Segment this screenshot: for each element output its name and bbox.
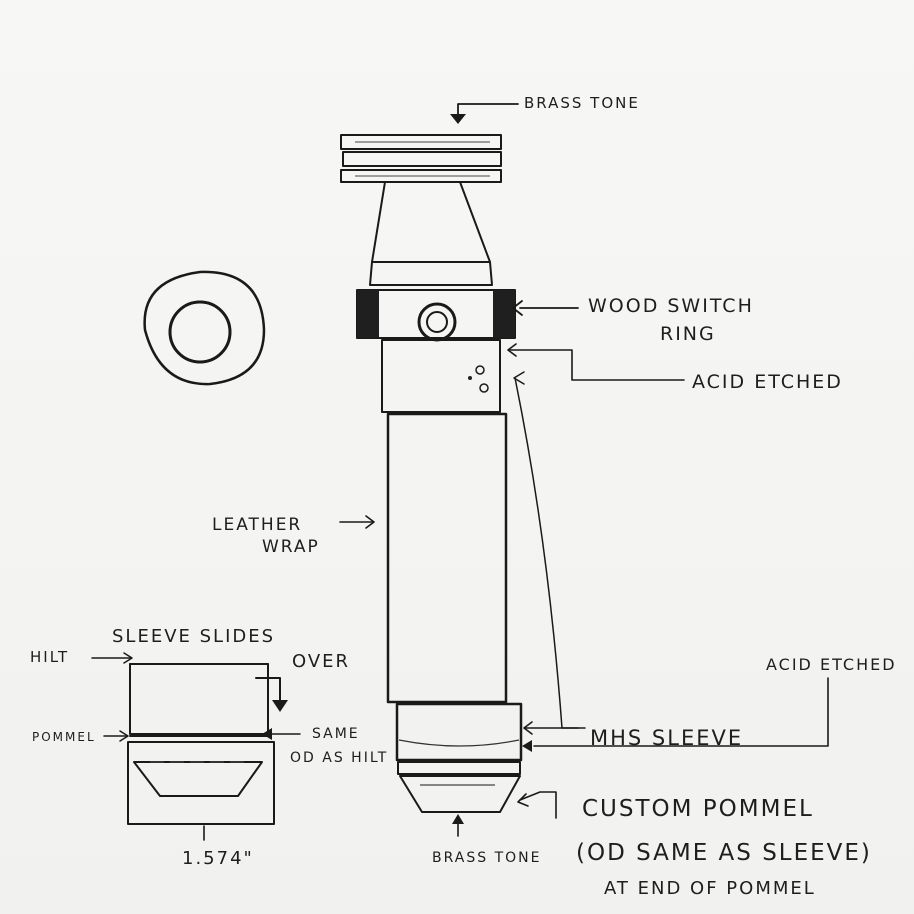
label-over: OVER bbox=[292, 651, 350, 672]
label-end-of-pommel: AT END OF POMMEL bbox=[604, 878, 816, 899]
label-brass-tone-bottom: BRASS TONE bbox=[432, 850, 541, 866]
label-wrap: WRAP bbox=[262, 537, 320, 557]
label-acid-etched-2: ACID ETCHED bbox=[766, 655, 897, 674]
emitter-rings bbox=[340, 134, 502, 183]
label-wood-switch: WOOD SWITCH bbox=[588, 295, 754, 317]
label-mhs-sleeve: MHS SLEEVE bbox=[590, 726, 743, 750]
wood-switch-ring bbox=[356, 289, 516, 342]
label-brass-tone-top: BRASS TONE bbox=[524, 94, 640, 112]
label-dimension: 1.574" bbox=[182, 848, 254, 869]
label-wood-ring: RING bbox=[660, 323, 716, 345]
mhs-sleeve bbox=[395, 702, 523, 762]
acid-etched-collar bbox=[381, 339, 501, 413]
label-pommel-small: POMMEL bbox=[32, 730, 96, 744]
leather-wrap-grip bbox=[386, 412, 508, 704]
emitter-neck bbox=[369, 181, 493, 286]
sleeve-detail bbox=[127, 663, 288, 841]
label-sleeve-slides: SLEEVE SLIDES bbox=[112, 626, 275, 647]
label-hilt: HILT bbox=[30, 648, 69, 666]
callout-leaders bbox=[91, 103, 829, 837]
label-od-same-as-sleeve: (OD SAME AS SLEEVE) bbox=[576, 840, 872, 866]
label-same: SAME bbox=[312, 726, 360, 742]
label-custom-pommel: CUSTOM POMMEL bbox=[582, 796, 814, 822]
custom-pommel bbox=[397, 761, 521, 813]
end-view bbox=[143, 270, 266, 386]
label-acid-etched-1: ACID ETCHED bbox=[692, 371, 843, 393]
label-leather: LEATHER bbox=[212, 515, 302, 535]
label-od-as-hilt: OD AS HILT bbox=[290, 750, 388, 766]
